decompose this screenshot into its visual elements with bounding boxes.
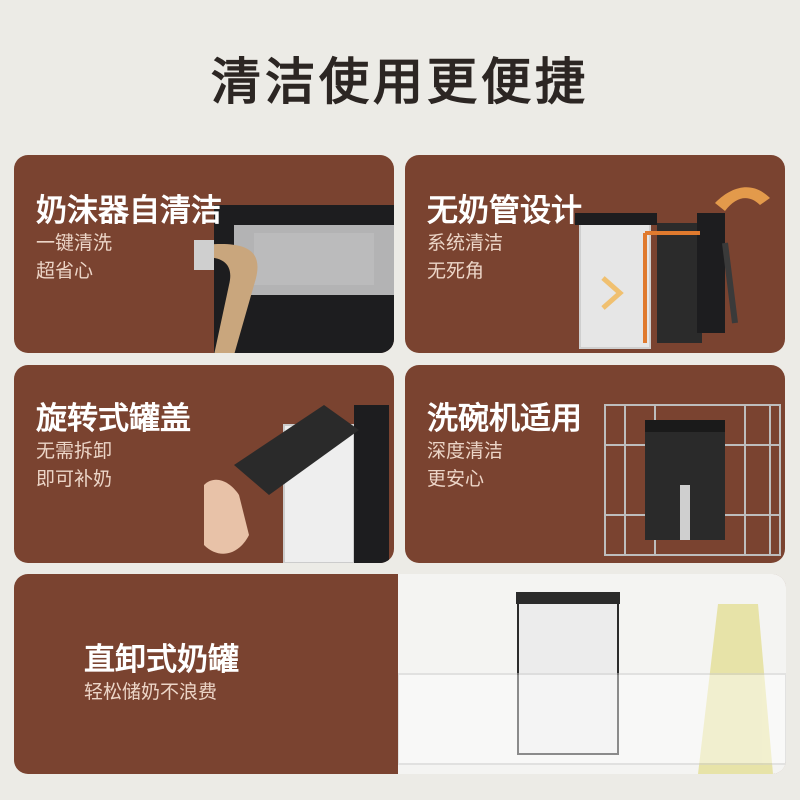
feature-title: 奶沫器自清洁 <box>36 193 222 229</box>
feature-card-no-milk-tube: 无奶管设计 系统清洁 无死角 <box>405 155 785 353</box>
frother-product-image <box>194 195 394 353</box>
feature-card-rotating-lid: 旋转式罐盖 无需拆卸 即可补奶 <box>14 365 394 563</box>
feature-subtitle: 无死角 <box>427 260 485 282</box>
feature-card-dishwasher-safe: 洗碗机适用 深度清洁 更安心 <box>405 365 785 563</box>
feature-subtitle: 系统清洁 <box>427 232 504 254</box>
milk-container-image <box>575 183 785 353</box>
feature-subtitle: 更安心 <box>427 468 485 490</box>
page-title: 清洁使用更便捷 <box>211 53 589 111</box>
feature-subtitle: 即可补奶 <box>36 468 113 490</box>
feature-title: 无奶管设计 <box>427 193 582 229</box>
dishwasher-rack-image <box>595 375 785 563</box>
feature-title: 洗碗机适用 <box>427 401 582 437</box>
feature-subtitle: 轻松储奶不浪费 <box>84 681 218 703</box>
feature-subtitle: 超省心 <box>36 260 94 282</box>
feature-title: 旋转式罐盖 <box>36 401 191 437</box>
feature-subtitle: 深度清洁 <box>427 440 504 462</box>
feature-card-removable-milk-tank: 直卸式奶罐 轻松储奶不浪费 <box>14 574 786 774</box>
feature-title: 直卸式奶罐 <box>84 642 239 678</box>
feature-subtitle: 一键清洗 <box>36 232 113 254</box>
fridge-door-image <box>397 574 786 774</box>
feature-subtitle: 无需拆卸 <box>36 440 113 462</box>
feature-card-frother-self-cleaning: 奶沫器自清洁 一键清洗 超省心 <box>14 155 394 353</box>
rotating-lid-image <box>184 385 394 563</box>
